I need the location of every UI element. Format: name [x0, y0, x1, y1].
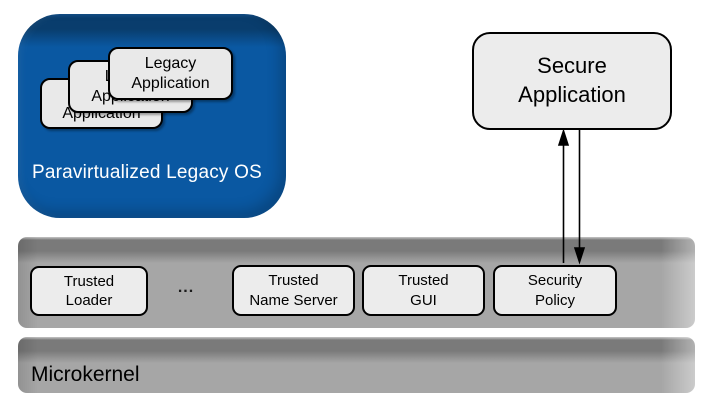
trusted-gui-box: Trusted GUI: [362, 265, 485, 316]
trusted-loader-box: Trusted Loader: [30, 266, 148, 316]
paravirtualized-legacy-os-container: Legacy Application Legacy Application Le…: [18, 14, 286, 218]
arrow-up-head: [557, 128, 570, 146]
trusted-loader-label-line1: Trusted: [63, 272, 115, 290]
legacy-application-box: Legacy Application: [108, 47, 233, 100]
secure-application-box: Secure Application: [472, 32, 672, 130]
microkernel-bar: Microkernel: [18, 337, 695, 393]
trusted-gui-label-line2: GUI: [410, 291, 437, 309]
trusted-loader-label-line2: Loader: [65, 292, 113, 309]
secure-application-label-line2: Application: [518, 82, 626, 107]
trusted-name-server-label-line1: Trusted: [268, 272, 319, 289]
microkernel-label: Microkernel: [31, 363, 140, 386]
trusted-services-bar: Trusted Loader ... Trusted Name Server T…: [18, 237, 695, 328]
legacy-application-label-line1: Legacy: [144, 54, 197, 72]
security-policy-label-line1: Security: [527, 272, 583, 289]
trusted-name-server-label-line2: Name Server: [249, 291, 338, 309]
legacy-application-label-line2: Application: [131, 74, 210, 92]
paravirtualized-legacy-os-label: Paravirtualized Legacy OS: [32, 162, 262, 183]
secure-application-label-line1: Secure: [537, 53, 607, 79]
security-policy-box: Security Policy: [493, 265, 617, 316]
security-policy-label-line2: Policy: [534, 291, 575, 309]
trusted-gui-label-line1: Trusted: [398, 272, 449, 289]
services-ellipsis: ...: [177, 279, 195, 296]
trusted-name-server-box: Trusted Name Server: [232, 265, 355, 316]
